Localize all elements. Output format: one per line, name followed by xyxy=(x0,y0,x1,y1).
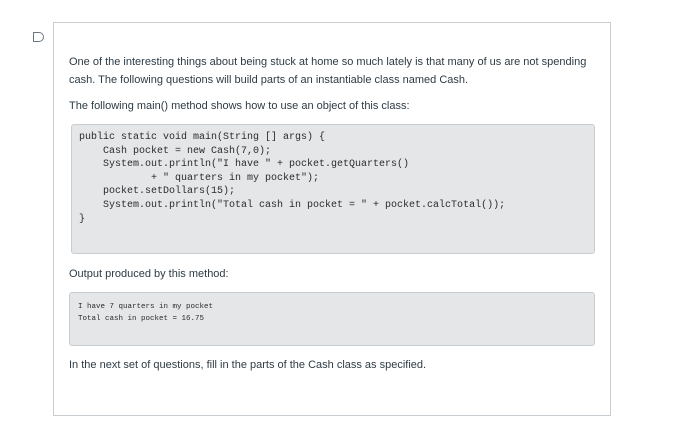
code-text: public static void main(String [] args) … xyxy=(79,132,506,225)
output-block: I have 7 quarters in my pocket Total cas… xyxy=(69,292,595,346)
flag-question-icon[interactable] xyxy=(33,32,44,42)
closing-paragraph: In the next set of questions, fill in th… xyxy=(69,359,427,371)
output-label: Output produced by this method: xyxy=(69,268,229,280)
output-text: I have 7 quarters in my pocket Total cas… xyxy=(78,303,214,323)
intro-paragraph: One of the interesting things about bein… xyxy=(69,56,587,86)
usage-paragraph: The following main() method shows how to… xyxy=(69,100,410,112)
question-card: One of the interesting things about bein… xyxy=(53,22,611,416)
code-block: public static void main(String [] args) … xyxy=(71,124,595,254)
